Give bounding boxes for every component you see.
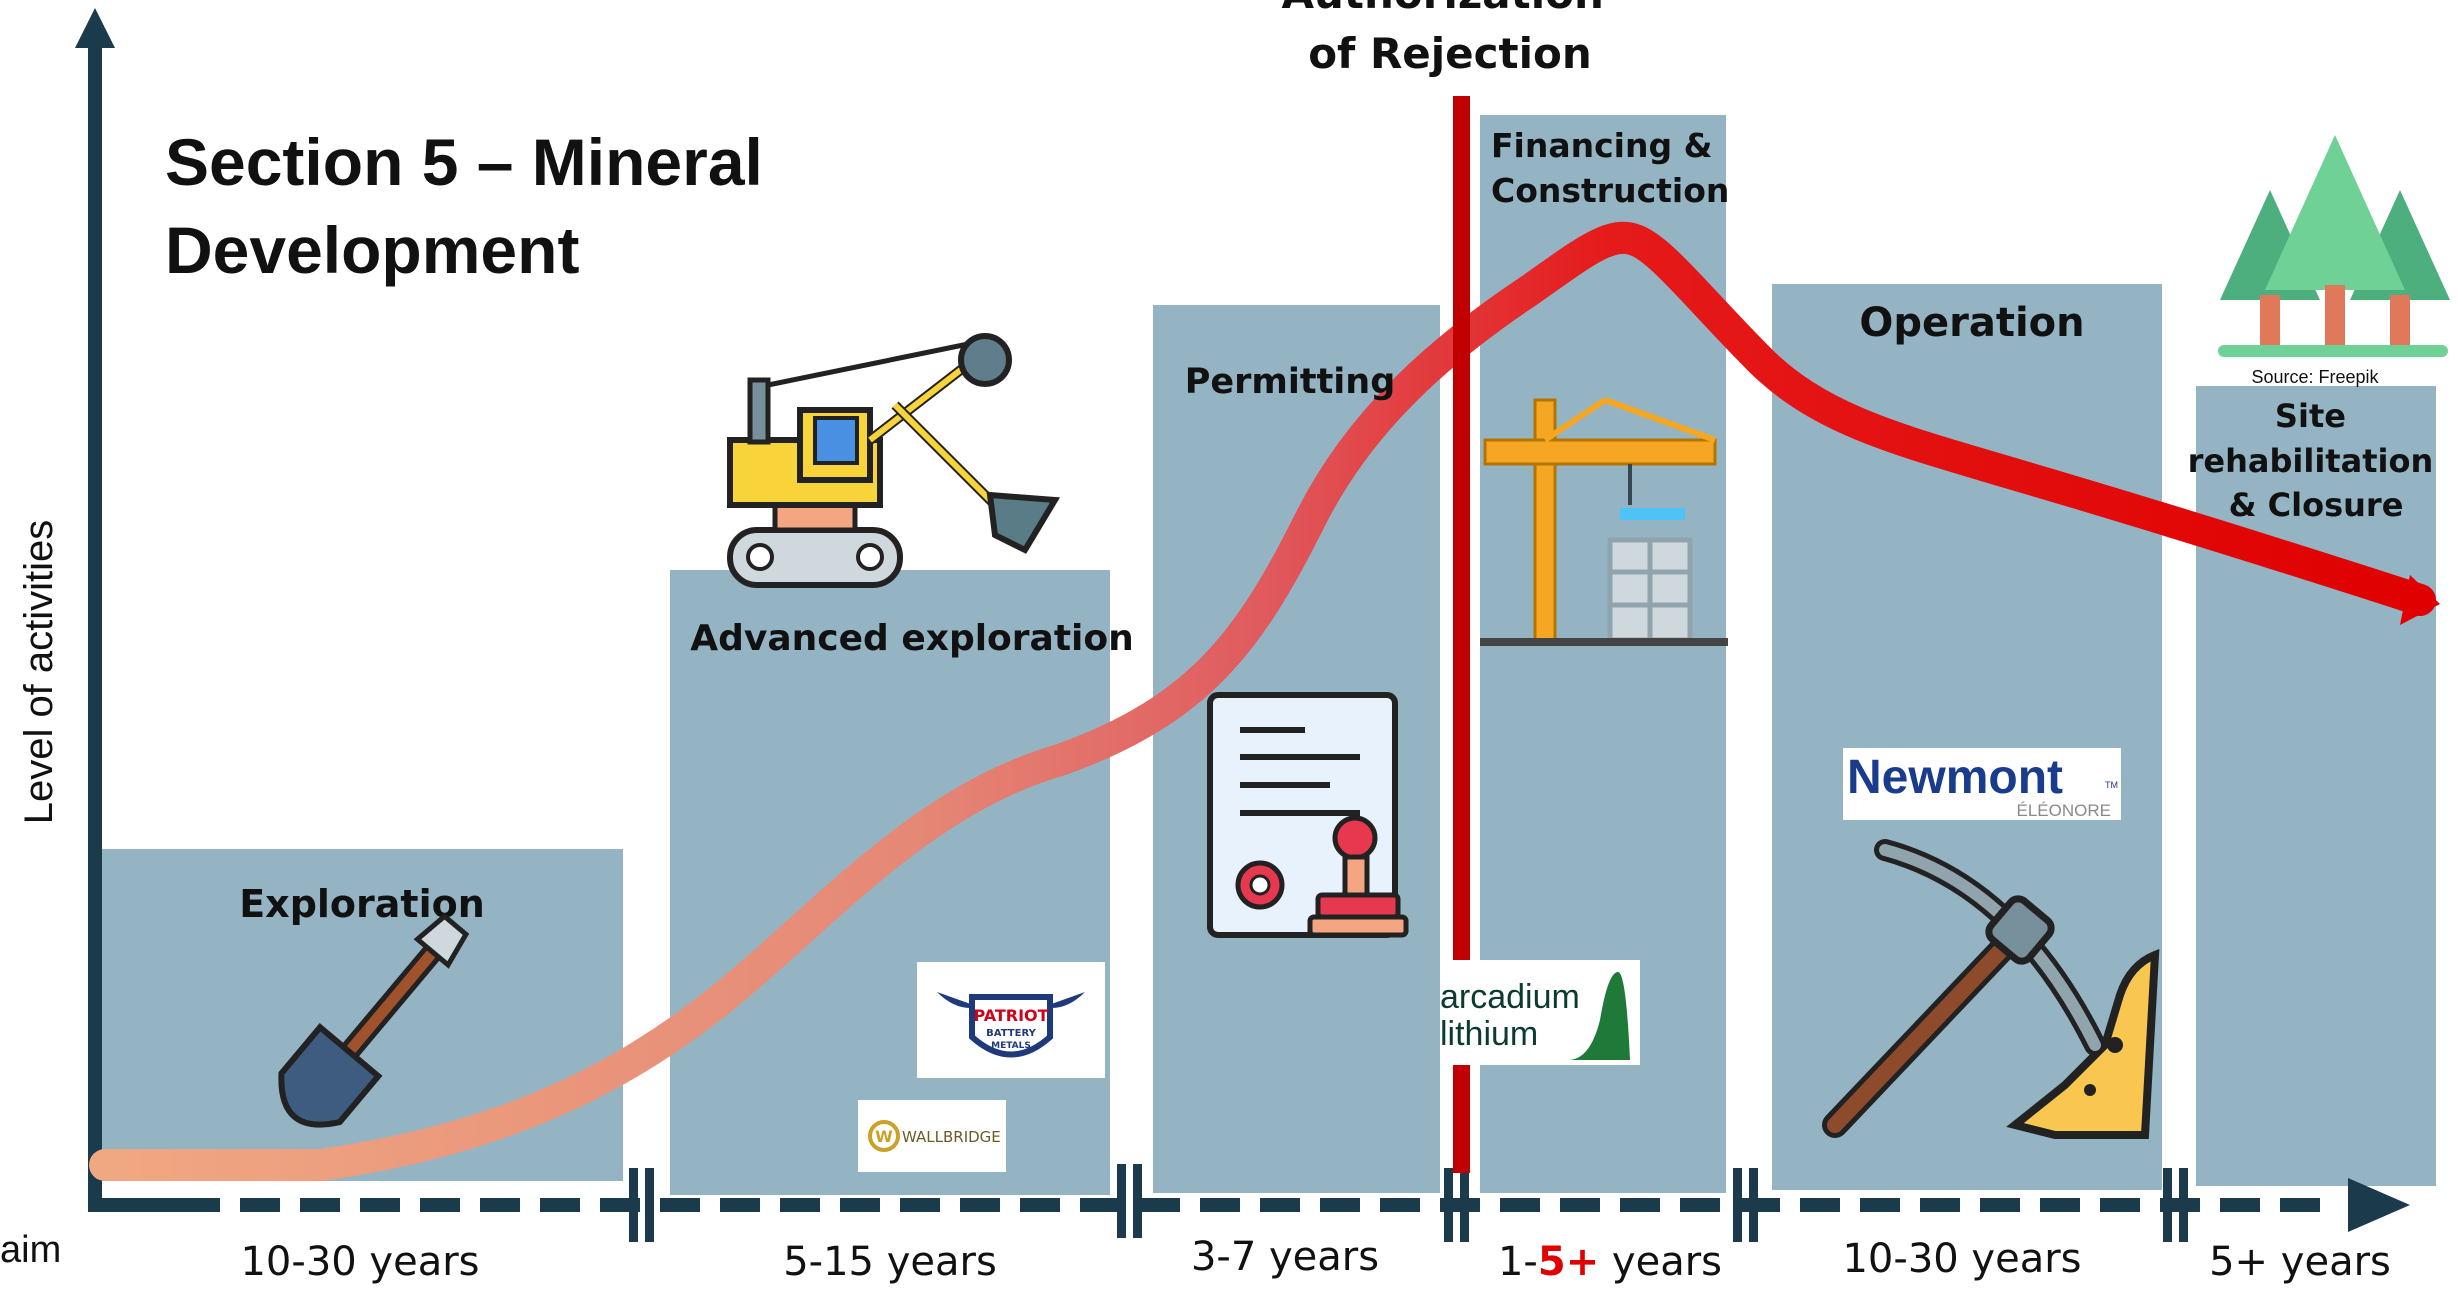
arcadium-logo-line-1: arcadium (1440, 978, 1580, 1016)
duration-advanced-exploration: 5-15 years (783, 1239, 997, 1285)
arcadium-lithium-logo: arcadium lithium (1440, 960, 1640, 1065)
svg-text:W: W (875, 1127, 893, 1146)
x-axis-left-label: aim (0, 1229, 61, 1271)
wallbridge-logo: W WALLBRIDGE (858, 1100, 1006, 1172)
stage-title-closure-line-2: rehabilitation (2188, 442, 2434, 480)
y-axis-label: Level of activities (17, 520, 61, 825)
duration-exploration: 10-30 years (240, 1239, 479, 1285)
excavator-icon (727, 333, 1061, 588)
title-line-1: Section 5 – Mineral (165, 125, 763, 199)
permit-document-icon (1207, 692, 1409, 938)
stage-title-closure-line-1: Site (2275, 397, 2346, 435)
decision-label: Authorization of Rejection (1282, 0, 1619, 78)
image-credit: Source: Freepik (2251, 367, 2379, 387)
forest-icon (2218, 135, 2450, 357)
wallbridge-logo-text: WALLBRIDGE (902, 1128, 1001, 1146)
newmont-logo-subtitle: ÉLÉONORE (2017, 801, 2111, 820)
patriot-logo-line-3: METALS (991, 1041, 1031, 1051)
diagram-title: Section 5 – Mineral Development (165, 125, 781, 287)
patriot-logo-line-1: PATRIOT (973, 1006, 1048, 1025)
stage-title-permitting: Permitting (1185, 362, 1396, 402)
stage-title-closure-line-3: & Closure (2229, 486, 2404, 524)
stage-separators (629, 1164, 2188, 1242)
decision-label-line-1: Authorization (1282, 0, 1604, 18)
pickaxe-icon (1822, 839, 2160, 1139)
patriot-logo-line-2: BATTERY (986, 1028, 1036, 1039)
stage-title-closure: Site rehabilitation & Closure (2188, 397, 2445, 524)
shovel-icon (278, 913, 470, 1128)
panel-closure (2196, 386, 2436, 1186)
panel-advanced-exploration (670, 570, 1110, 1195)
duration-financing-highlight: 5+ (1538, 1239, 1599, 1285)
decision-line (1453, 96, 1470, 1173)
stage-title-financing-construction: Financing & Construction (1491, 126, 1729, 210)
duration-financing-prefix: 1- (1498, 1239, 1538, 1285)
duration-operation: 10-30 years (1842, 1236, 2081, 1282)
y-axis (75, 8, 115, 1212)
activity-curve (89, 221, 2436, 1181)
newmont-logo-tm: TM (2105, 780, 2118, 790)
patriot-battery-metals-logo: PATRIOT BATTERY METALS (917, 962, 1105, 1078)
construction-crane-icon (1480, 397, 1728, 646)
stage-title-financing-line-1: Financing & (1491, 126, 1712, 165)
stage-title-financing-line-2: Construction (1491, 171, 1729, 210)
duration-permitting: 3-7 years (1191, 1234, 1379, 1280)
arcadium-logo-line-2: lithium (1440, 1015, 1538, 1053)
newmont-logo-text: Newmont (1847, 751, 2063, 804)
curve-arrowhead (2400, 575, 2440, 625)
title-line-2: Development (165, 213, 579, 287)
duration-financing-construction: 1-5+ years (1498, 1239, 1722, 1285)
stage-title-operation: Operation (1859, 300, 2084, 346)
stage-title-advanced-exploration: Advanced exploration (690, 618, 1134, 659)
x-axis (88, 1164, 2410, 1242)
decision-label-line-2: of Rejection (1308, 29, 1592, 78)
newmont-logo: Newmont TM ÉLÉONORE (1843, 748, 2121, 820)
duration-financing-suffix: years (1599, 1239, 1722, 1285)
duration-closure: 5+ years (2209, 1239, 2391, 1285)
